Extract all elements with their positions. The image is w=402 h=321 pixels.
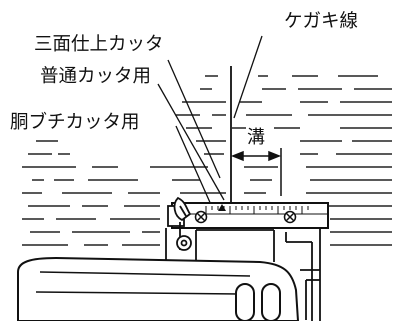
label-three-face-cutter: 三面仕上カッタ [34,34,164,55]
ruler-pointer-mark [218,204,226,211]
motor-housing [17,256,300,321]
screw-left [194,210,208,224]
groove-dimension [230,150,282,162]
groove-label-bg [246,124,268,148]
ruler-ticks [205,206,309,214]
screw-right [283,210,297,224]
label-groove: 溝 [247,127,265,148]
label-scribe-line: ケガキ線 [284,11,358,32]
leader-lines [157,35,263,208]
label-trunk-cutter: 胴ブチカッタ用 [10,111,140,133]
label-normal-cutter: 普通カッタ用 [40,66,151,87]
adjustment-knob [173,196,192,251]
motor-vent-slots [235,283,281,321]
wood-grain-lines [22,75,392,246]
